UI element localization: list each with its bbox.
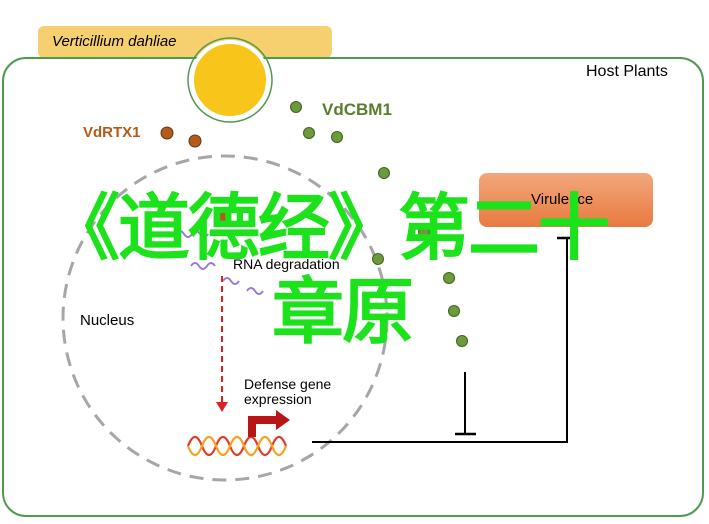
cbm1-dot	[448, 305, 460, 317]
host-plants-label: Host Plants	[586, 63, 668, 80]
fungal-spore-outline	[187, 37, 273, 123]
defense-gene-label-line1: Defense gene	[244, 376, 332, 392]
overlay-title-line2: 章原	[272, 270, 414, 354]
vdcbm1-label: VdCBM1	[322, 100, 392, 119]
overlay-title-line1: 《道德经》第二十	[48, 186, 610, 270]
cbm1-dot	[303, 127, 315, 139]
defense-gene-label-line2: expression	[244, 391, 312, 407]
cbm1-dot	[372, 253, 384, 265]
cbm1-dot	[456, 335, 468, 347]
promoter-arrow	[248, 410, 290, 437]
cbm1-dots	[290, 101, 468, 347]
pathogen-name: Verticillium dahliae	[52, 33, 177, 50]
dna-helix	[186, 435, 288, 457]
gene-to-virulence-line	[312, 238, 568, 443]
rna-degradation-label: RNA degradation	[233, 256, 340, 272]
host-plant-box	[2, 57, 704, 517]
rna-strand	[246, 287, 264, 295]
rna-strands	[175, 230, 264, 295]
rna-strand	[222, 277, 240, 285]
cbm1-dot	[331, 131, 343, 143]
virulence-box: Virulence	[479, 173, 653, 227]
rtx1-dot	[160, 126, 174, 140]
nucleus-label: Nucleus	[80, 312, 135, 329]
virulence-label: Virulence	[531, 191, 594, 208]
cbm1-dot	[378, 167, 390, 179]
downregulation-arrowhead	[216, 402, 228, 412]
vdrtx1-label: VdRTX1	[83, 124, 141, 141]
rtx1-dot	[188, 134, 202, 148]
nucleus-outline	[61, 154, 389, 482]
cbm1-dot	[418, 226, 430, 238]
rna-strand	[175, 230, 209, 238]
cbm1-dot	[443, 272, 455, 284]
rtx1-dot	[215, 210, 229, 224]
pathogen-bar: Verticillium dahliae	[38, 26, 332, 58]
rna-strand	[190, 262, 216, 270]
fungal-spore	[190, 40, 270, 120]
cbm1-dot	[290, 101, 302, 113]
